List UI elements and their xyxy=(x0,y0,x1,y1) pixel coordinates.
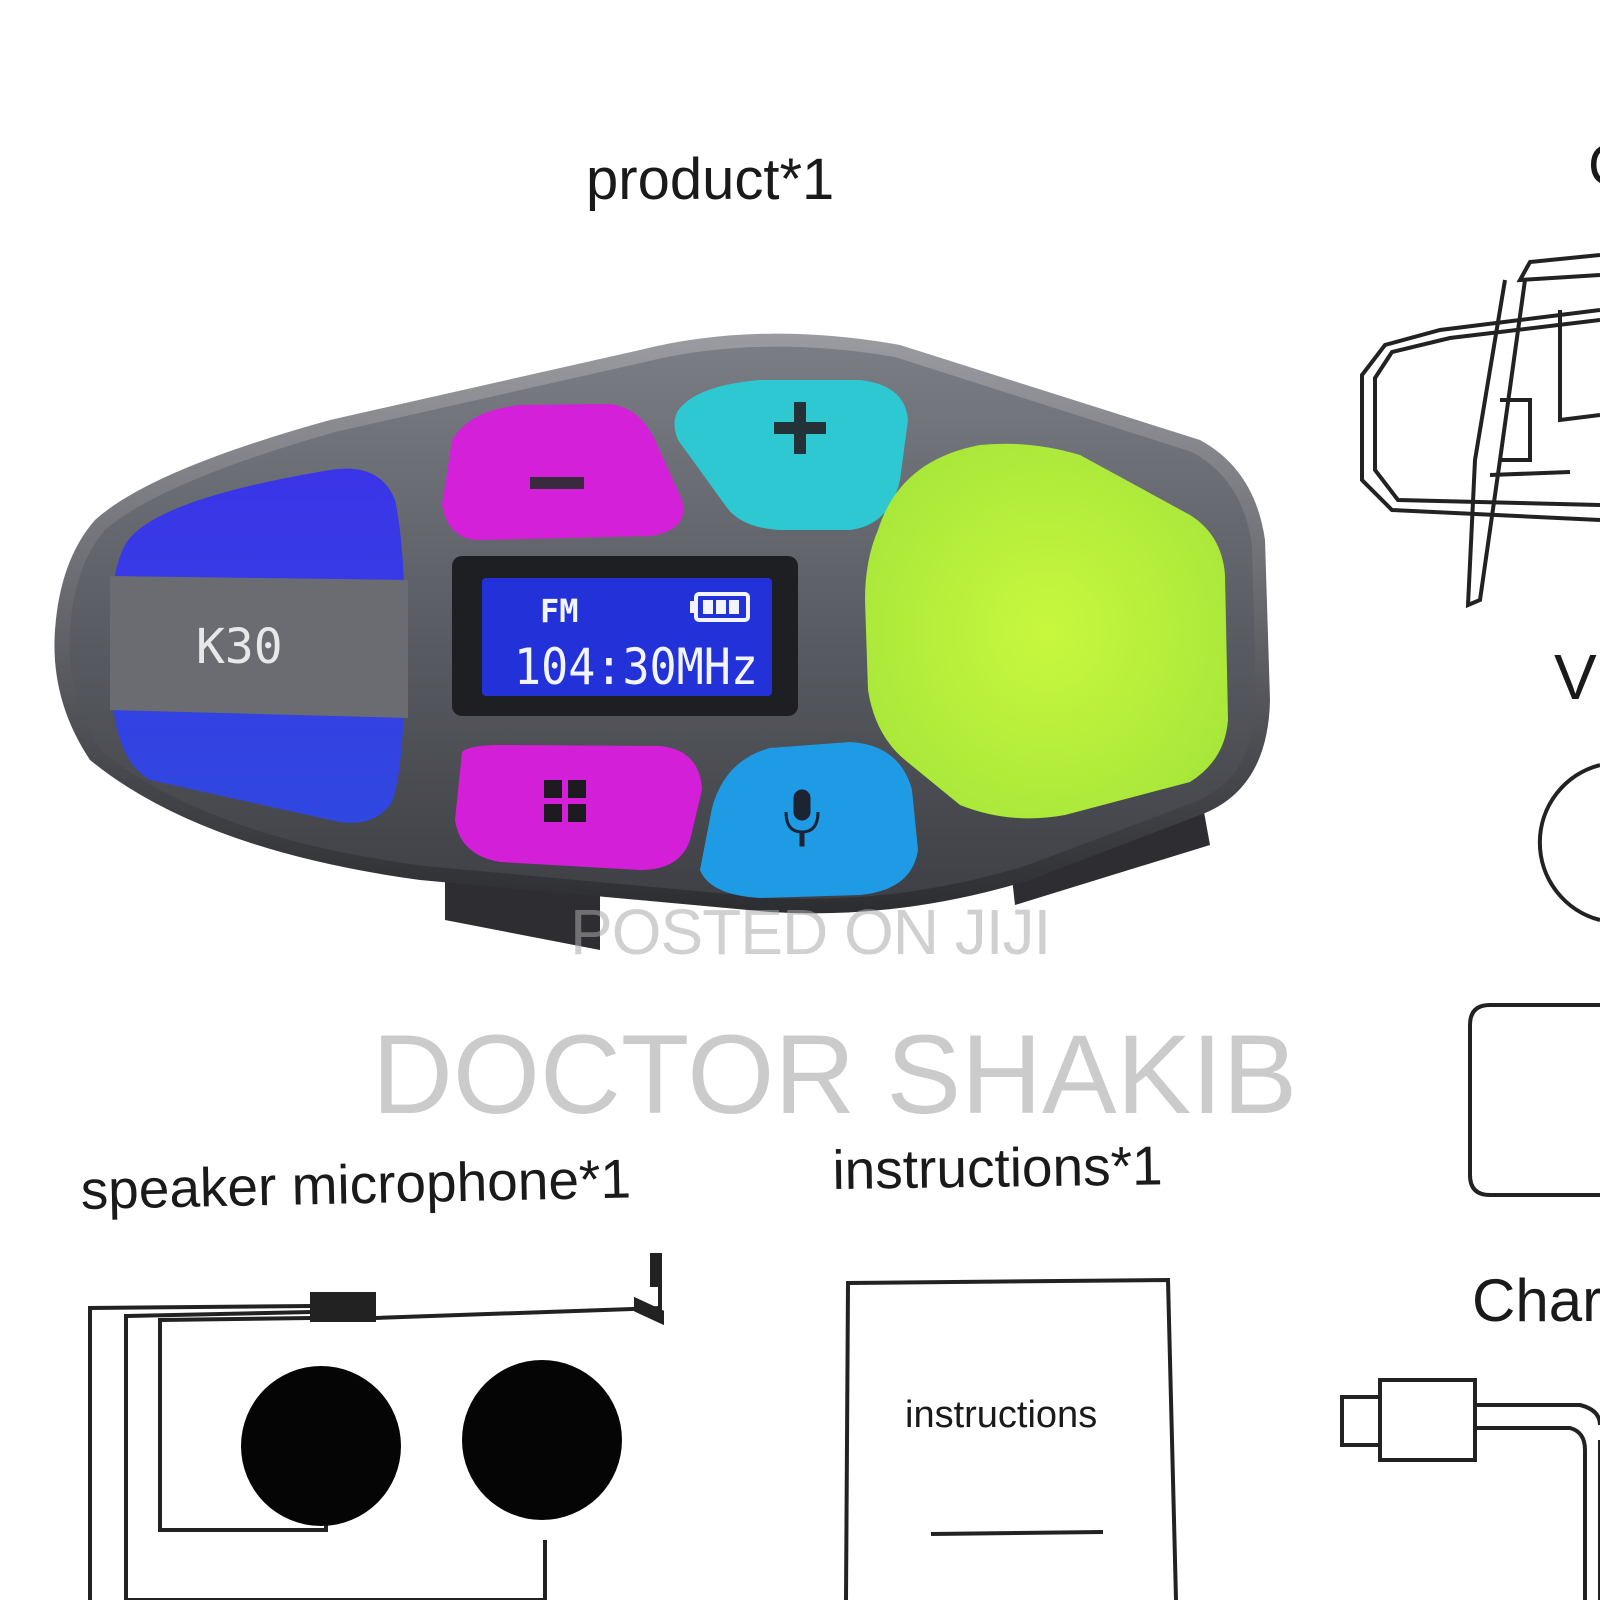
speaker-microphone-caption: speaker microphone*1 xyxy=(80,1147,632,1221)
minus-icon xyxy=(530,477,584,489)
plus-icon xyxy=(774,402,826,454)
clip-drawing xyxy=(1360,253,1600,609)
speaker-left xyxy=(241,1366,401,1526)
partial-circle-drawing xyxy=(1537,763,1600,922)
left-panel-gray-strip xyxy=(110,576,408,718)
clip-caption-partial: C xyxy=(1588,132,1600,199)
battery-icon xyxy=(690,592,750,622)
lcd-band-label: FM xyxy=(540,592,579,630)
posted-watermark: POSTED ON JIJI xyxy=(570,896,1051,968)
lcd-screen xyxy=(482,578,772,696)
seller-watermark: DOCTOR SHAKIB xyxy=(372,1012,1298,1137)
instructions-caption: instructions*1 xyxy=(832,1134,1164,1201)
instructions-manual-drawing xyxy=(844,1277,1178,1600)
product-caption: product*1 xyxy=(586,147,835,212)
manual-cover-text: instructions xyxy=(905,1394,1098,1436)
grid-icon xyxy=(544,780,586,822)
brand-label: K30 xyxy=(196,619,283,675)
minus-button[interactable] xyxy=(442,404,684,540)
partial-box-drawing xyxy=(1468,1003,1600,1197)
speaker-right xyxy=(462,1360,622,1520)
v-caption-partial: V xyxy=(1554,641,1597,713)
microphone-icon xyxy=(784,789,820,847)
microphone-button[interactable] xyxy=(700,742,918,898)
lcd-frequency: 104:30MHz xyxy=(514,638,758,696)
plus-button[interactable] xyxy=(674,380,908,530)
charger-caption-partial: Char xyxy=(1472,1267,1600,1334)
main-function-button[interactable] xyxy=(865,443,1228,819)
mount-tab-left xyxy=(445,880,600,950)
